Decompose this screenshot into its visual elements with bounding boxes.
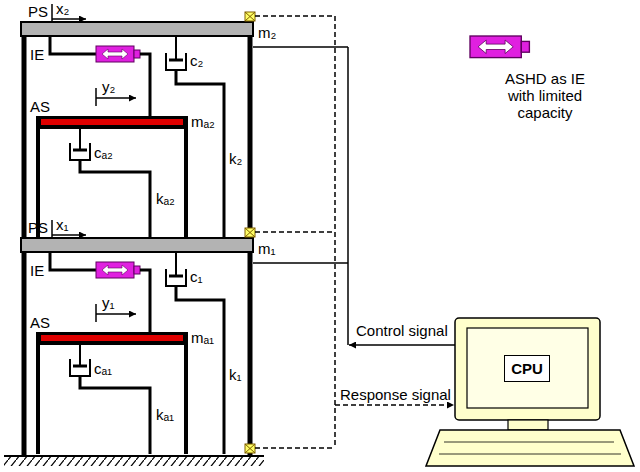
- part-label: AS: [30, 98, 50, 115]
- part-label: mₐ₂: [191, 113, 215, 130]
- computer-icon: [426, 318, 634, 466]
- signal-label: Response signal: [340, 386, 451, 403]
- upper-storey: [21, 4, 348, 238]
- part-label: cₐ₁: [94, 360, 112, 377]
- lower-storey: [21, 220, 348, 454]
- ground: [4, 444, 264, 466]
- part-label: AS: [30, 314, 50, 331]
- part-label: mₐ₁: [191, 329, 214, 346]
- part-label: y₁: [102, 294, 115, 311]
- part-label: c₁: [190, 268, 203, 285]
- part-label: x₂: [56, 0, 69, 17]
- part-label: m₁: [258, 240, 276, 257]
- part-label: c₂: [190, 52, 203, 69]
- cpu-box: CPU: [504, 355, 550, 382]
- part-label: PS: [28, 3, 48, 20]
- part-label: m₂: [258, 24, 276, 41]
- signal-label: Control signal: [356, 322, 448, 339]
- actuator-legend-icon: [470, 36, 529, 58]
- part-label: IE: [30, 46, 44, 63]
- part-label: y₂: [102, 78, 115, 95]
- cpu-label: CPU: [511, 360, 543, 377]
- part-label: x₁: [56, 216, 69, 233]
- part-label: kₐ₁: [156, 406, 174, 423]
- signal-wires: [255, 16, 455, 448]
- part-label: PS: [28, 219, 48, 236]
- legend-text: ASHD as IE with limited capacity: [493, 70, 597, 121]
- part-label: k₂: [229, 150, 242, 167]
- part-label: k₁: [229, 366, 242, 383]
- part-label: cₐ₂: [94, 144, 113, 161]
- part-label: IE: [30, 262, 44, 279]
- part-label: kₐ₂: [156, 190, 175, 207]
